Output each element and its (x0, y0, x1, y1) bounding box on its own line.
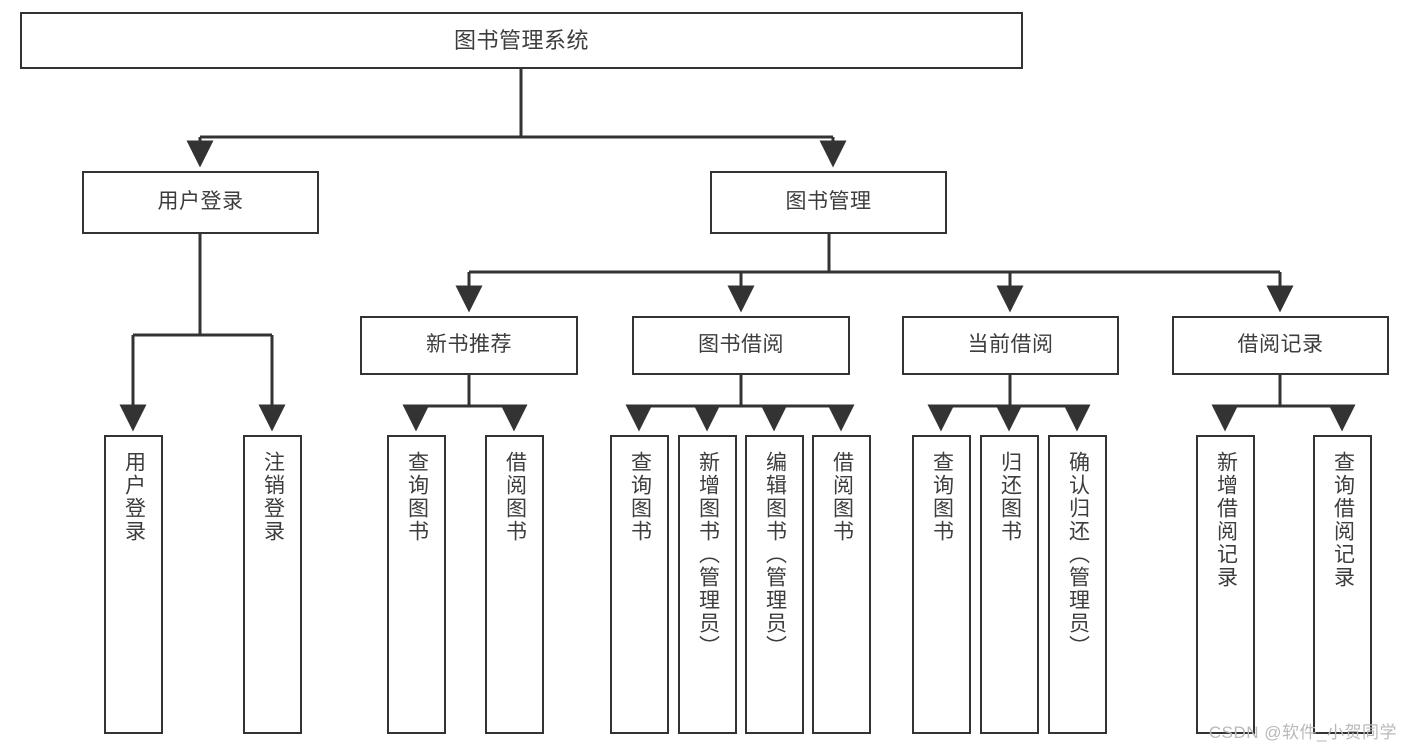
node-leaf-add-record[interactable]: 新增借阅记录 (1196, 435, 1255, 734)
node-leaf-query-record-label: 查询借阅记录 (1331, 451, 1355, 589)
node-leaf-query-book-3-label: 查询图书 (930, 451, 954, 543)
node-book-borrow[interactable]: 图书借阅 (632, 316, 850, 375)
node-leaf-query-book-2[interactable]: 查询图书 (610, 435, 669, 734)
node-leaf-borrow-book-1-label: 借阅图书 (503, 451, 527, 543)
node-new-book-recommend-label: 新书推荐 (426, 333, 512, 357)
node-new-book-recommend[interactable]: 新书推荐 (360, 316, 578, 375)
node-borrow-record[interactable]: 借阅记录 (1172, 316, 1389, 375)
node-leaf-query-record[interactable]: 查询借阅记录 (1313, 435, 1372, 734)
node-root-label: 图书管理系统 (453, 27, 589, 53)
node-leaf-logout-label: 注销登录 (261, 451, 285, 543)
node-leaf-confirm-return[interactable]: 确认归还（管理员） (1048, 435, 1107, 734)
node-leaf-query-book-1-label: 查询图书 (405, 451, 429, 543)
node-book-manage-label: 图书管理 (785, 190, 872, 214)
node-leaf-query-book-2-label: 查询图书 (628, 451, 652, 543)
node-user-login[interactable]: 用户登录 (82, 171, 319, 234)
node-borrow-record-label: 借阅记录 (1237, 333, 1324, 357)
node-root[interactable]: 图书管理系统 (20, 12, 1023, 69)
node-leaf-query-book-3[interactable]: 查询图书 (912, 435, 971, 734)
node-leaf-logout[interactable]: 注销登录 (243, 435, 302, 734)
node-leaf-query-book-1[interactable]: 查询图书 (387, 435, 446, 734)
node-leaf-borrow-book-1[interactable]: 借阅图书 (485, 435, 544, 734)
node-leaf-borrow-book-2[interactable]: 借阅图书 (812, 435, 871, 734)
node-book-manage[interactable]: 图书管理 (710, 171, 947, 234)
node-leaf-add-record-label: 新增借阅记录 (1214, 451, 1238, 589)
node-leaf-edit-book[interactable]: 编辑图书（管理员） (745, 435, 804, 734)
node-leaf-edit-book-label: 编辑图书（管理员） (763, 451, 787, 658)
node-current-borrow-label: 当前借阅 (967, 333, 1054, 357)
node-leaf-user-login[interactable]: 用户登录 (104, 435, 163, 734)
node-leaf-confirm-return-label: 确认归还（管理员） (1066, 451, 1090, 658)
node-leaf-return-book-label: 归还图书 (998, 451, 1022, 543)
node-leaf-user-login-label: 用户登录 (122, 451, 146, 543)
node-current-borrow[interactable]: 当前借阅 (902, 316, 1119, 375)
node-user-login-label: 用户登录 (157, 190, 244, 214)
node-book-borrow-label: 图书借阅 (698, 333, 784, 357)
node-leaf-borrow-book-2-label: 借阅图书 (830, 451, 854, 543)
node-leaf-add-book[interactable]: 新增图书（管理员） (678, 435, 737, 734)
node-leaf-return-book[interactable]: 归还图书 (980, 435, 1039, 734)
node-leaf-add-book-label: 新增图书（管理员） (696, 451, 720, 658)
watermark: CSDN @软件_小贺同学 (1208, 723, 1397, 742)
